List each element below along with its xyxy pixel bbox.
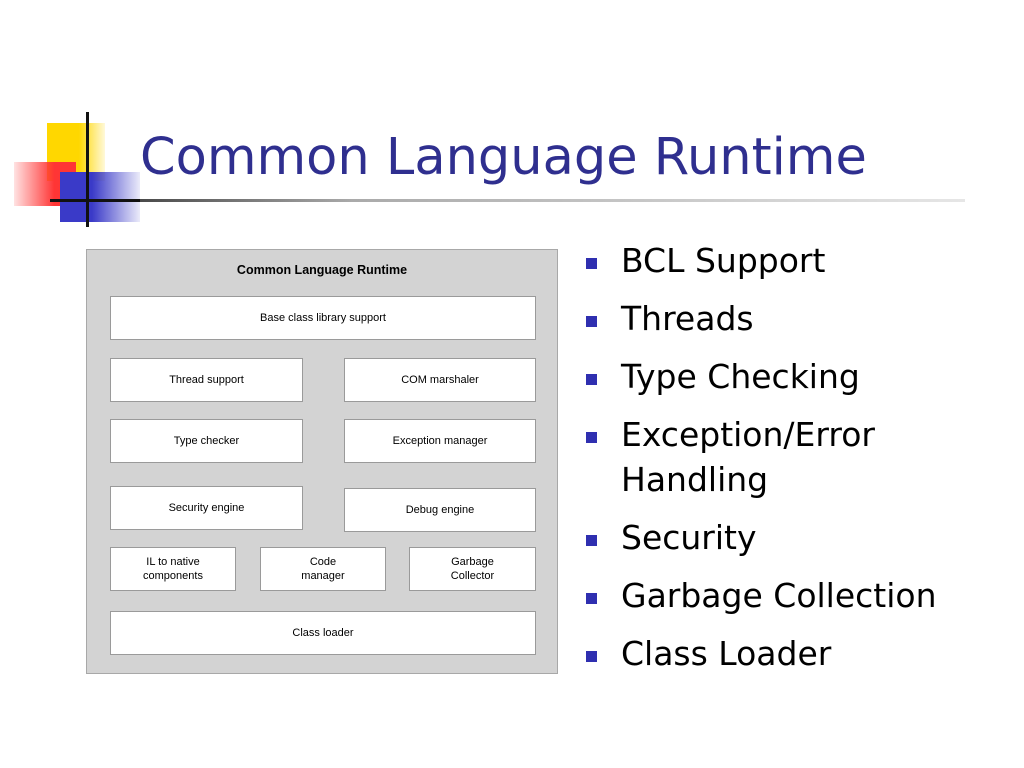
box-code-manager: Code manager [260, 547, 386, 591]
box-label: Security engine [168, 502, 245, 514]
square-bullet-icon [586, 535, 597, 546]
bullet-text: Type Checking [621, 357, 860, 396]
bullet-text: Garbage Collection [621, 576, 937, 615]
box-label: Thread support [169, 374, 244, 386]
diagram-title: Common Language Runtime [236, 263, 408, 277]
box-type-checker: Type checker [110, 419, 303, 463]
square-bullet-icon [586, 258, 597, 269]
bullet-item: Security [583, 515, 1003, 560]
box-label: Garbage Collector [450, 556, 495, 582]
box-il-to-native-components: IL to native components [110, 547, 236, 591]
box-base-class-library-support: Base class library support [110, 296, 536, 340]
box-label: Debug engine [405, 504, 475, 516]
square-bullet-icon [586, 651, 597, 662]
box-com-marshaler: COM marshaler [344, 358, 536, 402]
bullet-text: BCL Support [621, 241, 826, 280]
bullet-text: Class Loader [621, 634, 832, 673]
blue-square-decoration [60, 172, 140, 222]
box-label: Type checker [173, 435, 240, 447]
box-debug-engine: Debug engine [344, 488, 536, 532]
bullet-item: Exception/Error Handling [583, 412, 1003, 502]
horizontal-crossbar-line [50, 199, 140, 202]
box-label: IL to native components [143, 556, 203, 582]
box-label: COM marshaler [401, 374, 479, 386]
box-exception-manager: Exception manager [344, 419, 536, 463]
bullet-item: Class Loader [583, 631, 1003, 676]
title-underline-rule [90, 199, 965, 202]
square-bullet-icon [586, 374, 597, 385]
bullet-text: Threads [621, 299, 754, 338]
bullet-item: Garbage Collection [583, 573, 1003, 618]
bullet-text: Exception/Error Handling [621, 415, 875, 499]
clr-diagram: Common Language Runtime Base class libra… [86, 249, 558, 674]
square-bullet-icon [586, 432, 597, 443]
bullet-item: BCL Support [583, 238, 1003, 283]
square-bullet-icon [586, 593, 597, 604]
slide-title: Common Language Runtime [140, 128, 867, 187]
bullet-text: Security [621, 518, 757, 557]
box-label: Base class library support [260, 312, 386, 324]
box-garbage-collector: Garbage Collector [409, 547, 536, 591]
bullet-item: Threads [583, 296, 1003, 341]
bullet-item: Type Checking [583, 354, 1003, 399]
box-thread-support: Thread support [110, 358, 303, 402]
box-class-loader: Class loader [110, 611, 536, 655]
box-security-engine: Security engine [110, 486, 303, 530]
bullet-list: BCL Support Threads Type Checking Except… [583, 238, 1003, 689]
box-label: Code manager [301, 556, 345, 582]
box-label: Exception manager [392, 435, 488, 447]
vertical-crossbar-line [86, 112, 89, 227]
square-bullet-icon [586, 316, 597, 327]
box-label: Class loader [292, 627, 354, 639]
